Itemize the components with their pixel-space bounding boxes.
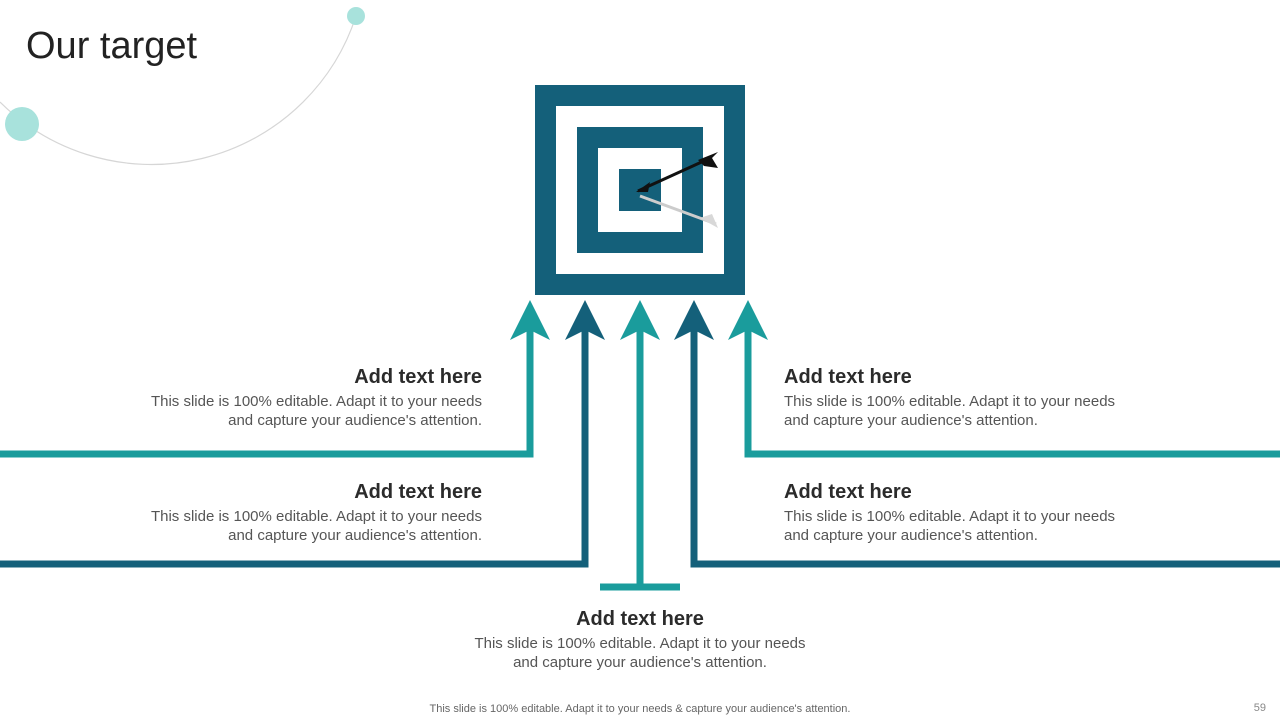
text-block-bottom-left: Add text here This slide is 100% editabl… — [122, 480, 482, 545]
target-icon — [535, 85, 745, 295]
block-heading: Add text here — [784, 366, 912, 388]
block-body: This slide is 100% editable. Adapt it to… — [784, 508, 1116, 544]
block-heading: Add text here — [576, 608, 704, 630]
text-block-center: Add text here This slide is 100% editabl… — [460, 607, 820, 672]
block-body: This slide is 100% editable. Adapt it to… — [150, 393, 482, 429]
arrow-center — [600, 300, 680, 591]
block-body: This slide is 100% editable. Adapt it to… — [150, 508, 482, 544]
block-body: This slide is 100% editable. Adapt it to… — [474, 635, 806, 671]
decorative-circle-small — [347, 7, 365, 25]
page-number: 59 — [1253, 702, 1266, 714]
text-block-bottom-right: Add text here This slide is 100% editabl… — [784, 480, 1144, 545]
slide-footer: This slide is 100% editable. Adapt it to… — [429, 703, 851, 715]
arrow-outer-right — [728, 300, 1280, 458]
decorative-circle-large — [5, 107, 39, 141]
dart-icon — [636, 152, 718, 228]
arrow-inner-right — [674, 300, 1280, 568]
block-heading: Add text here — [784, 481, 912, 503]
slide-title: Our target — [26, 25, 198, 67]
block-heading: Add text here — [354, 366, 482, 388]
arrow-outer-left — [0, 300, 550, 458]
decorative-arc — [0, 7, 365, 166]
block-body: This slide is 100% editable. Adapt it to… — [784, 393, 1116, 429]
text-block-top-left: Add text here This slide is 100% editabl… — [122, 365, 482, 430]
block-heading: Add text here — [354, 481, 482, 503]
text-block-top-right: Add text here This slide is 100% editabl… — [784, 365, 1144, 430]
arrow-inner-left — [0, 300, 605, 568]
